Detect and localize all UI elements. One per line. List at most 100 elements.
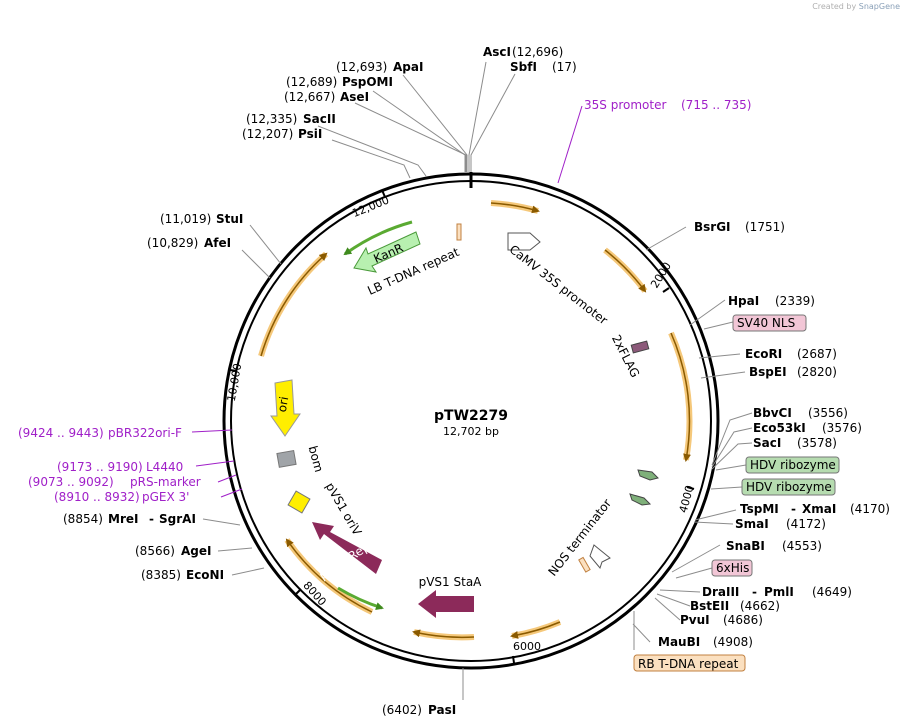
enzyme-sacii-pos: (12,335): [246, 112, 297, 126]
enzyme-afei-pos: (10,829): [147, 236, 198, 250]
flag-label: 2xFLAG: [609, 333, 642, 380]
enzyme-maubi-pos: (4908): [713, 635, 753, 649]
enzyme-pvui: PvuI: [680, 613, 710, 627]
enzyme-bspei: BspEI: [749, 365, 787, 379]
enzyme-eco53ki-pos: (3576): [822, 421, 862, 435]
ori-label: ori: [275, 395, 291, 413]
camv-35s-promoter-label: CaMV 35S promoter: [507, 242, 611, 327]
his-tag-label: 6xHis: [716, 561, 749, 575]
enzyme-psii: PsiI: [298, 127, 322, 141]
sv40-nls-box: [732, 314, 807, 332]
tick-12000: 12,000: [350, 194, 391, 220]
enzyme-pvui-pos: (4686): [723, 613, 763, 627]
enzyme-saci: SacI: [753, 436, 781, 450]
tick-marks: [229, 189, 695, 664]
svg-text:-: -: [791, 502, 796, 516]
enzyme-snabi-pos: (4553): [782, 539, 822, 553]
enzyme-bsrgi-pos: (1751): [745, 220, 785, 234]
enzyme-xmai-pos: (4170): [850, 502, 890, 516]
pvs1-staa-label: pVS1 StaA: [419, 575, 483, 589]
primer-35s-promoter: 35S promoter: [584, 98, 666, 112]
enzyme-sbfi-pos: (17): [552, 60, 577, 74]
enzyme-bbvci: BbvCI: [753, 406, 792, 420]
his-tag-box: [711, 559, 753, 577]
primer-l4440-range: (9173 .. 9190): [57, 460, 143, 474]
primer-prs-marker-range: (9073 .. 9092): [28, 475, 114, 489]
pvs1-oriv-glyph: [287, 490, 311, 514]
pvs1-staa-arrow: [418, 590, 474, 618]
flag-tag-glyph: [630, 340, 650, 354]
bom-glyph: [276, 449, 297, 468]
plasmid-size: 12,702 bp: [443, 425, 499, 438]
enzyme-agei-pos: (8566): [135, 544, 175, 558]
sv40-nls-label: SV40 NLS: [737, 316, 795, 330]
orf-arc-arrows: [260, 202, 692, 639]
credit-brand: SnapGene: [858, 2, 900, 11]
green-arcs: [337, 220, 413, 610]
enzyme-bsrgi: BsrGI: [694, 220, 731, 234]
enzyme-maubi: MauBI: [658, 635, 700, 649]
nos-terminator-glyph: [589, 544, 611, 570]
enzyme-asei: AseI: [340, 90, 369, 104]
primer-pgex-3-range: (8910 .. 8932): [54, 490, 140, 504]
hdv-ribozyme-box-1: [745, 456, 840, 474]
nos-terminator-label: NOS terminator: [546, 496, 615, 578]
hdv-ribozyme-box-2: [741, 478, 836, 496]
enzyme-tspmi: TspMI: [740, 502, 779, 516]
enzyme-asei-pos: (12,667): [284, 90, 335, 104]
enzyme-mrei: MreI: [108, 512, 138, 526]
hdv-ribozyme-glyph-2: [629, 493, 652, 506]
enzyme-agei: AgeI: [181, 544, 211, 558]
enzyme-pasi: PasI: [428, 703, 456, 717]
ori-arrow: [270, 379, 301, 437]
primer-leaders: [191, 105, 583, 498]
enzyme-pmli: PmlI: [764, 585, 794, 599]
enzyme-pspomi: PspOMI: [342, 75, 393, 89]
enzyme-smai-pos: (4172): [786, 517, 826, 531]
primer-pbr322ori-f: pBR322ori-F: [108, 426, 182, 440]
enzyme-eco53ki: Eco53kI: [753, 421, 806, 435]
primer-pbr322ori-f-range: (9424 .. 9443): [18, 426, 104, 440]
enzyme-hpai-pos: (2339): [775, 294, 815, 308]
kanr-arrow: [353, 231, 421, 273]
enzyme-bsteii-pos: (4662): [740, 599, 780, 613]
enzyme-bsteii: BstEII: [690, 599, 729, 613]
enzyme-apai: ApaI: [393, 60, 423, 74]
snapgene-credit: Created by SnapGene: [812, 2, 900, 11]
enzyme-snabi: SnaBI: [726, 539, 765, 553]
lb-tdna-glyph: [456, 223, 462, 241]
rb-tdna-glyph: [578, 556, 591, 573]
enzyme-afei: AfeI: [204, 236, 231, 250]
enzyme-econi-pos: (8385): [141, 568, 181, 582]
primer-pgex-3: pGEX 3': [142, 490, 189, 504]
enzyme-hpai: HpaI: [728, 294, 759, 308]
enzyme-sgrai: SgrAI: [159, 512, 196, 526]
enzyme-stui: StuI: [216, 212, 243, 226]
enzyme-psii-pos: (12,207): [242, 127, 293, 141]
credit-prefix: Created by: [812, 2, 857, 11]
enzyme-asci: AscI: [483, 45, 511, 59]
enzyme-pmli-pos: (4649): [812, 585, 852, 599]
enzyme-bspei-pos: (2820): [797, 365, 837, 379]
hdv-ribozyme-label-2: HDV ribozyme: [746, 480, 832, 494]
enzyme-sacii: SacII: [303, 112, 336, 126]
svg-text:-: -: [752, 585, 757, 599]
leader-lines: [202, 61, 753, 700]
tick-6000: 6000: [513, 640, 541, 653]
enzyme-pspomi-pos: (12,689): [286, 75, 337, 89]
camv-35s-promoter-arrow: [507, 232, 541, 251]
primer-35s-promoter-range: (715 .. 735): [681, 98, 751, 112]
hdv-ribozyme-label-1: HDV ribozyme: [750, 458, 836, 472]
enzyme-draiii: DraIII: [702, 585, 739, 599]
enzyme-pasi-pos: (6402): [382, 703, 422, 717]
enzyme-stui-pos: (11,019): [160, 212, 211, 226]
hdv-ribozyme-glyph-1: [637, 469, 659, 481]
enzyme-xmai: XmaI: [802, 502, 836, 516]
tick-10000: 10,000: [225, 362, 244, 402]
enzyme-mrei-pos: (8854): [63, 512, 103, 526]
primer-prs-marker: pRS-marker: [130, 475, 201, 489]
enzyme-asci-pos: (12,696): [512, 45, 563, 59]
enzyme-smai: SmaI: [735, 517, 769, 531]
enzyme-econi: EcoNI: [186, 568, 224, 582]
